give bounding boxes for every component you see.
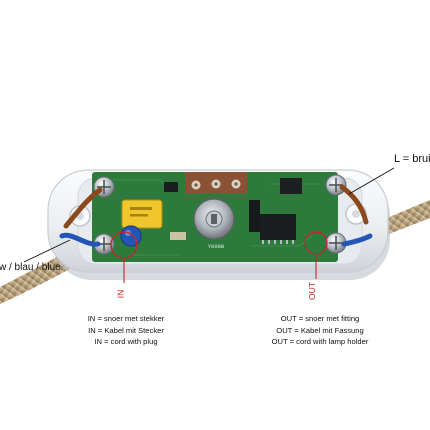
out-note-de: OUT = Kabel mit Fassung	[276, 325, 364, 335]
blue-cap	[120, 225, 142, 247]
out-notes: OUT = snoer met fitting OUT = Kabel mit …	[250, 313, 390, 348]
blue-wire-right	[341, 233, 373, 247]
terminal-screw-bottom-right	[325, 232, 347, 254]
out-marker-label: OUT	[306, 282, 317, 300]
blue-wire	[59, 232, 101, 247]
transistor	[280, 178, 302, 194]
in-notes: IN = snoer met stekker IN = Kabel mit St…	[66, 313, 186, 348]
in-note-de: IN = Kabel mit Stecker	[88, 325, 164, 335]
in-note-en: IN = cord with plug	[94, 337, 158, 346]
in-note-nl: IN = snoer met stekker	[87, 314, 165, 323]
pcb-print: Y009B	[208, 243, 225, 250]
blue-wire-label: w / blau / blue	[0, 262, 61, 273]
out-note-en: OUT = cord with lamp holder	[271, 337, 369, 346]
brown-wire-right	[339, 184, 369, 225]
leader-line-blue	[23, 239, 71, 263]
ic-chip	[260, 214, 296, 240]
brown-wire-left	[63, 187, 103, 229]
in-marker-label: IN	[115, 289, 126, 299]
leader-line-brown	[348, 167, 395, 195]
out-note-nl: OUT = snoer met fitting	[280, 314, 360, 323]
terminal-screw-top-right	[325, 174, 347, 196]
brown-wire-label: L = bruin	[394, 153, 430, 165]
